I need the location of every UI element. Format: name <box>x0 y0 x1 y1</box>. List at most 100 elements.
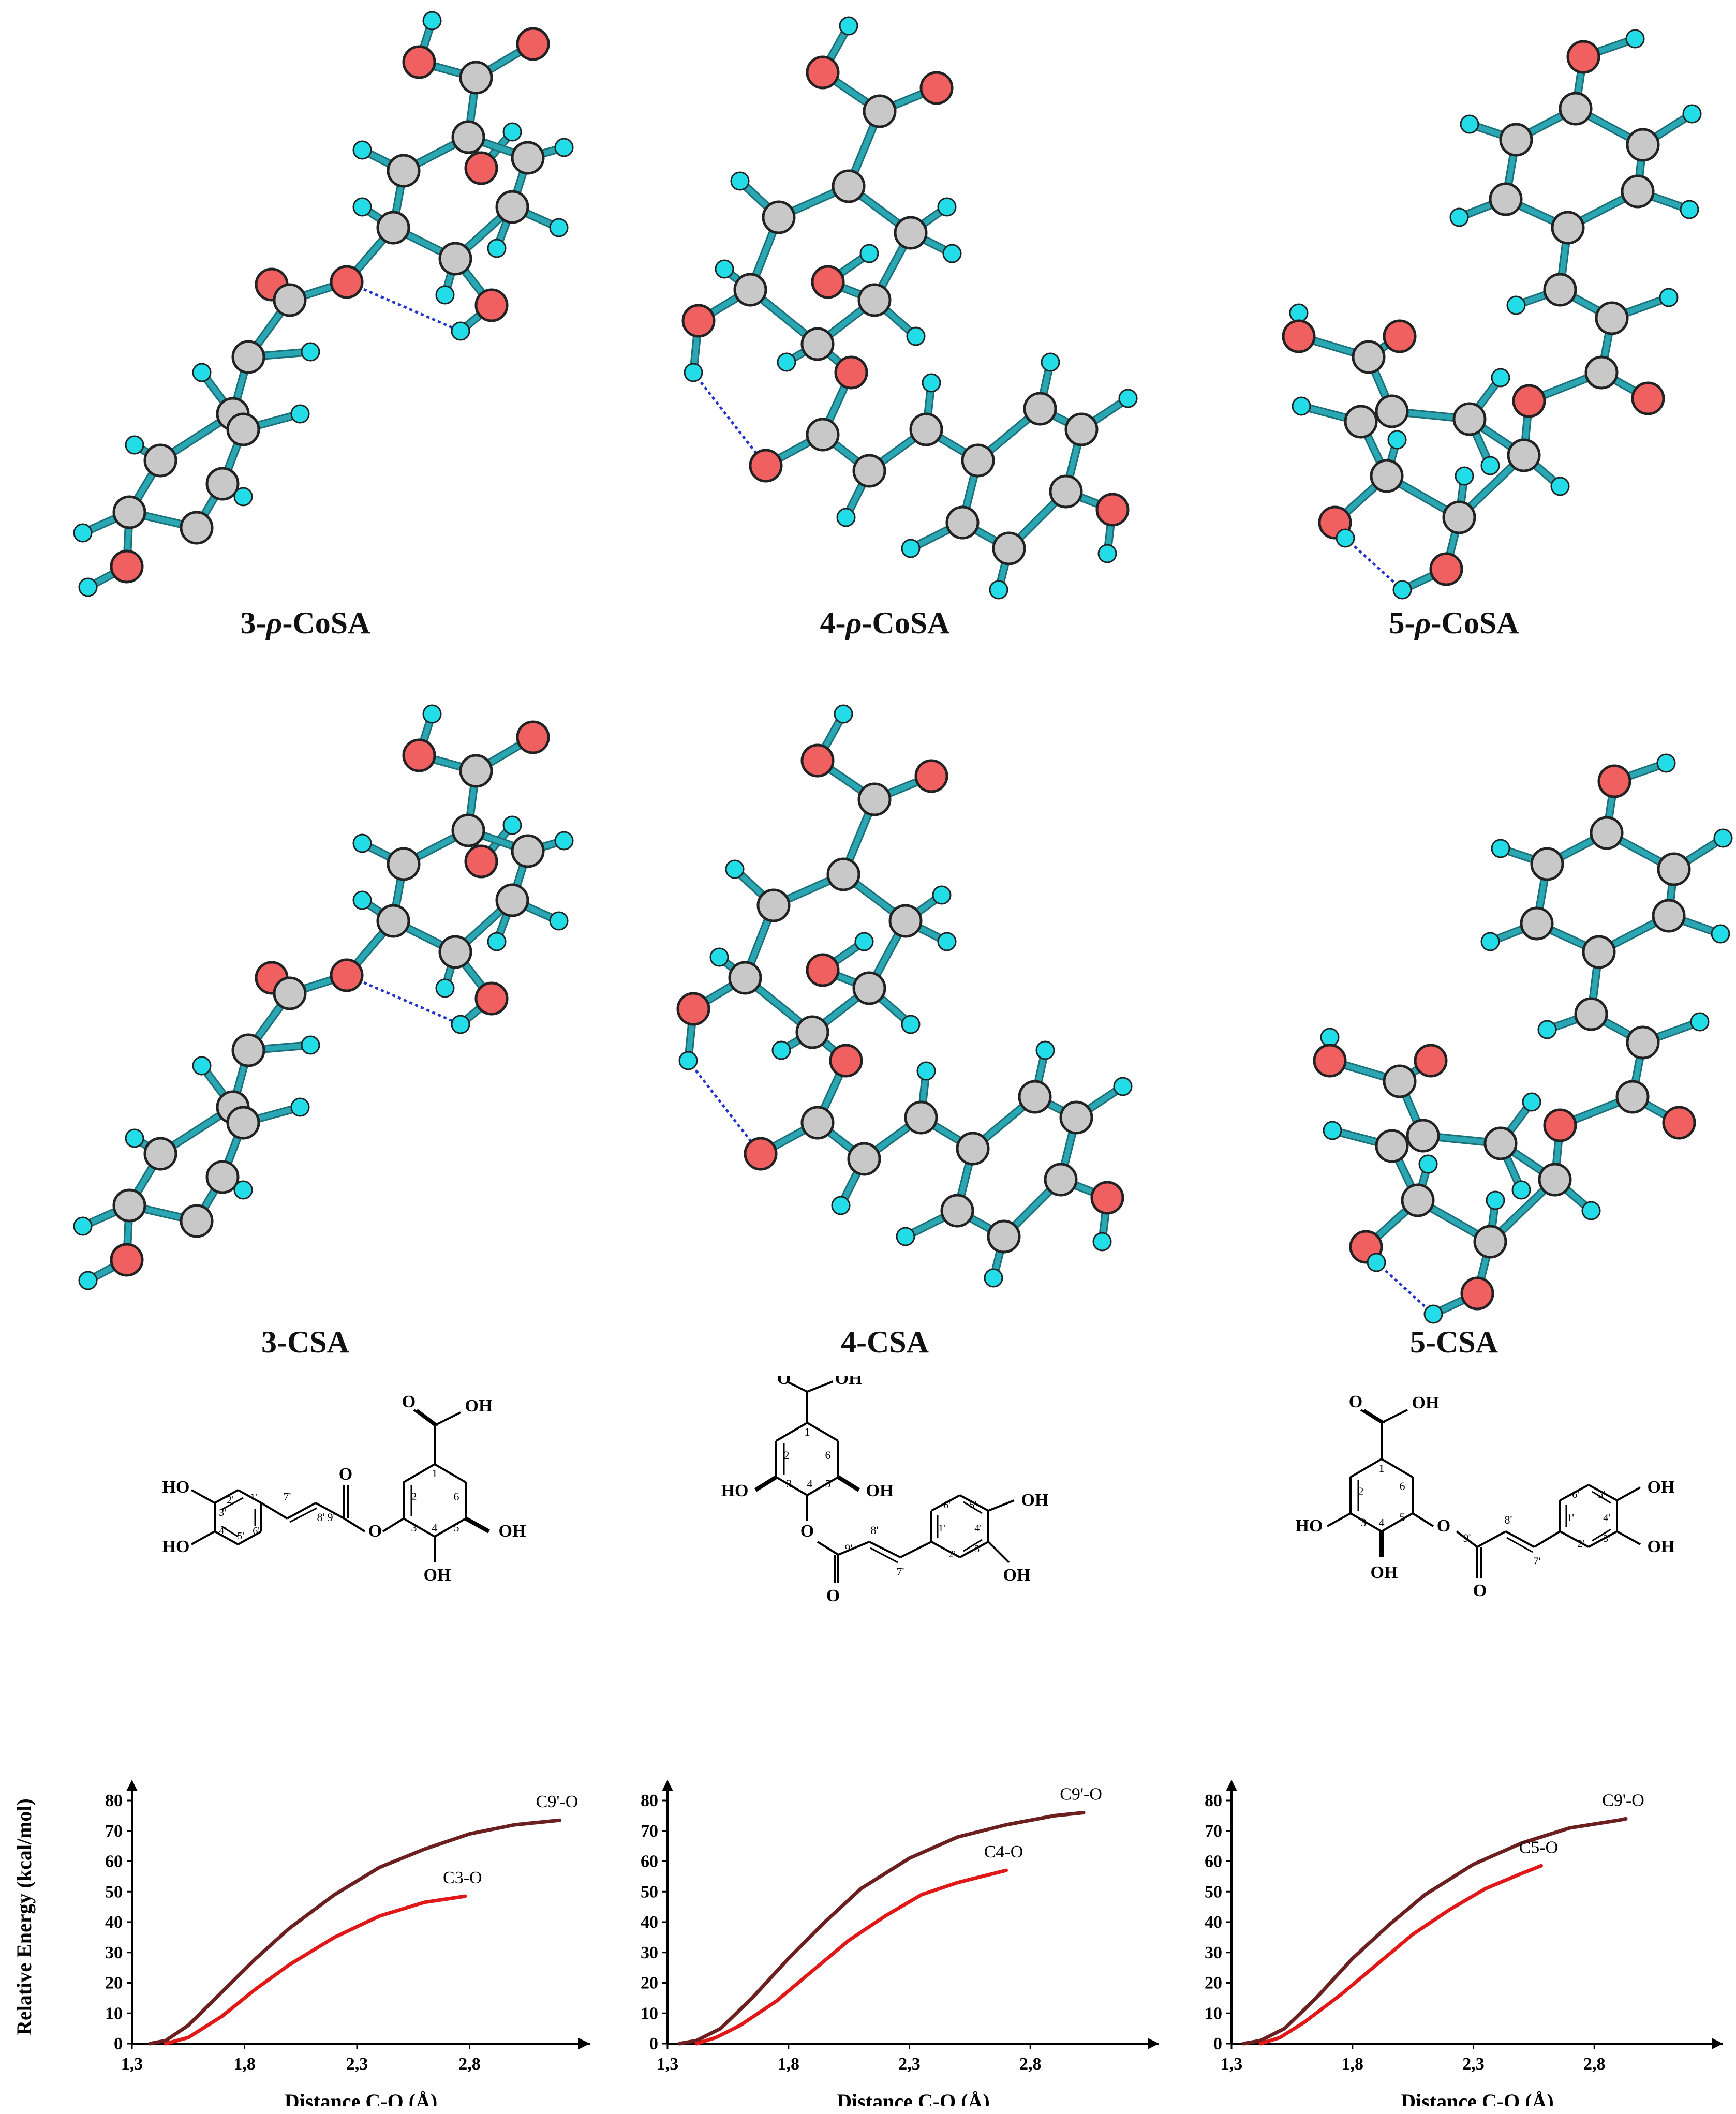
carbon-atom <box>1370 459 1404 493</box>
hydrogen-atom <box>502 122 522 142</box>
y-tick-label: 70 <box>1205 1822 1222 1841</box>
ring-num: 2 <box>1358 1485 1364 1498</box>
oxygen-atom <box>1090 1181 1124 1215</box>
carbon-atom <box>1595 301 1629 335</box>
oxygen-atom <box>464 844 498 879</box>
oxygen-atom <box>110 1243 144 1277</box>
oxygen-atom <box>402 45 436 79</box>
prime-1: 1' <box>1567 1512 1574 1524</box>
oxygen-atom <box>464 151 498 185</box>
carbon-atom <box>857 782 892 816</box>
prime-5: 5' <box>969 1499 976 1511</box>
carbon-atom <box>1344 405 1378 439</box>
hydrogen-atom <box>1460 114 1479 134</box>
x-tick-label: 1,8 <box>1342 2055 1364 2074</box>
hydrogen-atom <box>125 1128 144 1148</box>
carbon-atom <box>180 511 214 545</box>
y-axis-arrow <box>1226 1780 1237 1791</box>
carbon-atom <box>940 1194 974 1228</box>
hydrogen-atom <box>1550 477 1570 496</box>
x-axis-label: Distance C-O (Å) <box>1401 2090 1554 2106</box>
hydrogen-atom <box>1455 466 1474 486</box>
prime-6: 6' <box>1572 1489 1579 1500</box>
carbon-atom <box>728 961 762 995</box>
hydrogen-atom <box>451 321 470 341</box>
y-tick-label: 40 <box>1205 1913 1222 1932</box>
carbon-atom <box>459 754 493 788</box>
carbon-atom <box>205 1160 240 1194</box>
hydrogen-atom <box>901 539 921 558</box>
carbon-atom <box>1064 412 1099 446</box>
carbon-atom <box>231 340 265 374</box>
hydrogen-bond <box>1344 537 1403 591</box>
carbon-atom <box>863 94 897 128</box>
carbon-atom <box>226 412 260 446</box>
hydrogen-atom <box>1659 288 1679 307</box>
carbon-atom <box>832 169 866 203</box>
x-tick-label: 1,3 <box>657 2055 679 2074</box>
carbon-atom <box>1530 847 1564 881</box>
hydrogen-atom <box>1625 29 1645 49</box>
y-tick-label: 50 <box>105 1882 123 1901</box>
y-axis-label: Relative Energy (kcal/mol) <box>12 1798 36 2035</box>
oxygen-atom <box>1597 764 1631 798</box>
y-tick-label: 0 <box>1213 2034 1222 2053</box>
hydrogen-atom <box>290 1097 310 1117</box>
hydrogen-atom <box>1113 1077 1133 1096</box>
carbon-atom <box>826 857 860 891</box>
prime-3: 3' <box>219 1507 226 1518</box>
prime-5: 5' <box>1598 1489 1605 1500</box>
hydrogen-atom <box>487 932 507 951</box>
x-tick-label: 2,3 <box>346 2055 368 2074</box>
prime-8: 8' <box>317 1511 325 1524</box>
prime-1: 1' <box>250 1492 257 1503</box>
hydrogen-atom <box>1491 368 1510 388</box>
carbon-atom <box>1538 1163 1572 1197</box>
carbon-atom <box>961 443 995 478</box>
series-label-1: C4-O <box>984 1842 1023 1862</box>
prime-4: 4' <box>1603 1512 1610 1524</box>
hydrogen-atom <box>435 978 455 998</box>
hydrogen-bond <box>1375 1261 1434 1315</box>
molecule-4-csa <box>676 704 1133 1288</box>
hydrogen-atom <box>422 704 442 724</box>
x-axis-label: Distance C-O (Å) <box>837 2090 990 2106</box>
oxygen-atom <box>681 304 716 338</box>
oxygen-atom <box>1460 1276 1494 1311</box>
oxygen-atom <box>1512 384 1546 418</box>
series-label-0: C9'-O <box>1602 1791 1644 1810</box>
oh-3prime: OH <box>1003 1566 1031 1585</box>
carbon-atom <box>1442 500 1476 534</box>
carbon-atom <box>459 61 493 95</box>
oxygen-atom <box>110 549 144 584</box>
series-label-1: C5-O <box>1519 1838 1559 1857</box>
oxygen-atom <box>1414 1044 1448 1078</box>
caption-3-csa: 3-CSA <box>261 1325 350 1359</box>
x-tick-label: 1,3 <box>1221 2055 1243 2074</box>
prime-4: 4' <box>974 1523 982 1534</box>
x-tick-label: 2,3 <box>1462 2055 1485 2074</box>
oxygen-atom <box>516 27 550 61</box>
carbon-atom <box>1582 935 1616 969</box>
caption-4-csa: 4-CSA <box>840 1325 929 1359</box>
series-line-1 <box>694 1868 1008 2046</box>
y-tick-label: 50 <box>1205 1882 1222 1901</box>
prime-8: 8' <box>1505 1513 1512 1526</box>
oh-4: OH <box>424 1566 451 1585</box>
y-tick-label: 50 <box>641 1882 658 1901</box>
y-tick-label: 40 <box>105 1913 123 1932</box>
ester-o: O <box>368 1522 382 1541</box>
y-axis-arrow <box>126 1780 138 1791</box>
acyl-o: O <box>1473 1581 1487 1600</box>
y-tick-label: 80 <box>641 1791 658 1810</box>
oh-4: OH <box>1371 1563 1398 1582</box>
hydrogen-atom <box>352 833 372 853</box>
hydrogen-atom <box>896 1227 915 1246</box>
oxygen-atom <box>676 992 710 1026</box>
carboxyl-oh: OH <box>835 1376 863 1388</box>
hydrogen-atom <box>554 831 574 851</box>
carbon-atom <box>387 847 421 881</box>
